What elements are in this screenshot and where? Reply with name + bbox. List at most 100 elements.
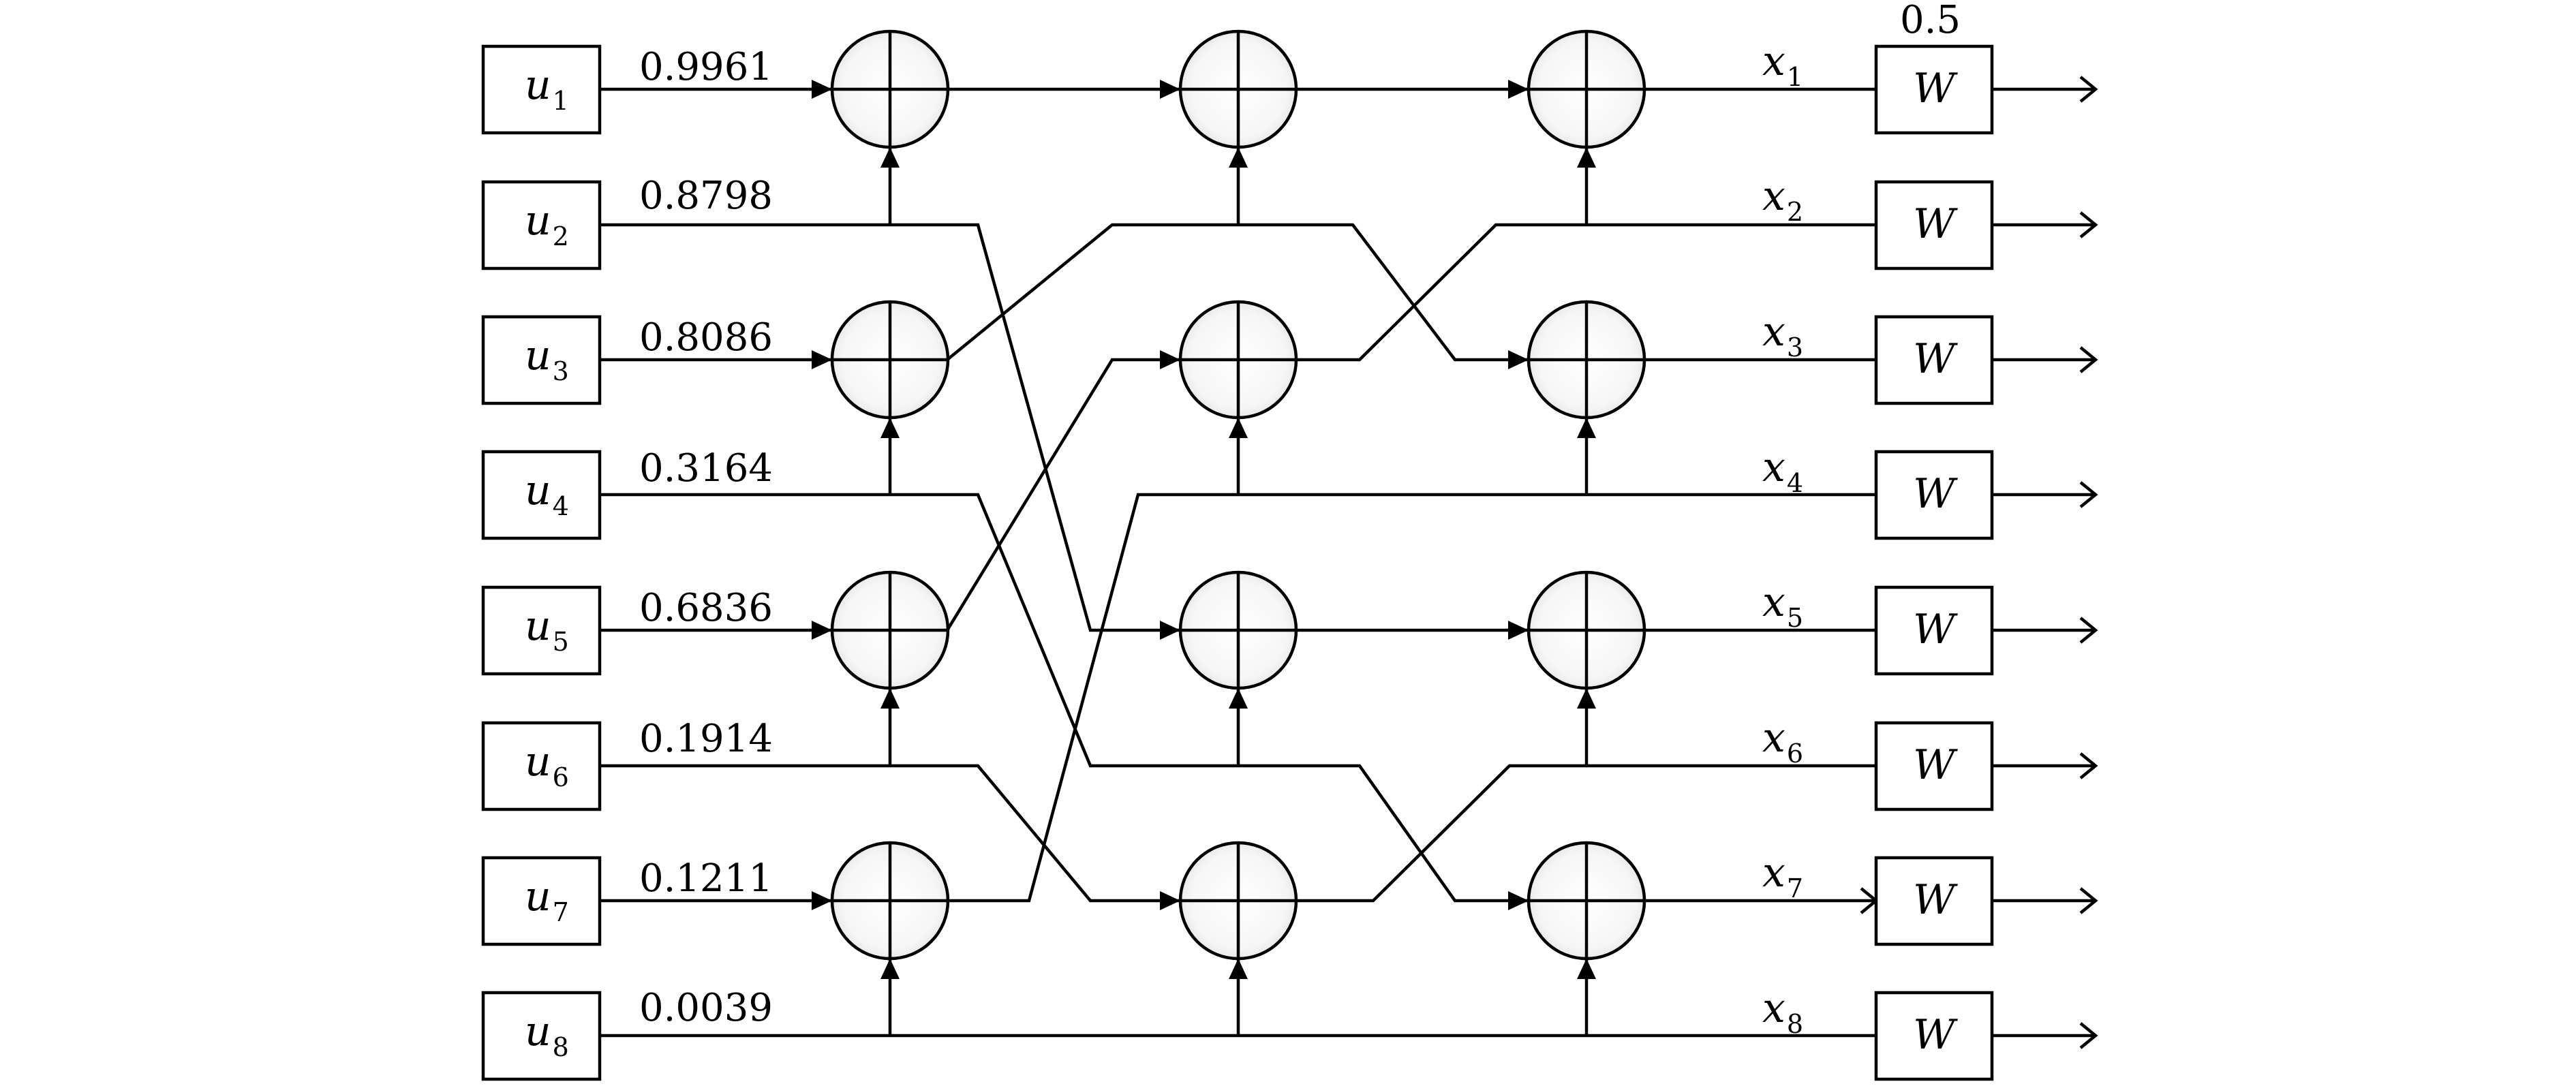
arrowhead-icon (1508, 80, 1529, 99)
wire-u4 (600, 493, 1529, 903)
arrowhead-icon (880, 959, 900, 979)
wire (1296, 764, 1876, 903)
arrowhead-icon (2079, 211, 2098, 238)
xor-gate-icon (1527, 570, 1646, 690)
xor-gate-icon (1527, 300, 1646, 420)
input-label: u3 (525, 332, 569, 386)
arrowhead-icon (1229, 147, 1248, 168)
xor-gate-icon (830, 570, 950, 690)
arrowhead-icon (2079, 76, 2098, 103)
arrowhead-icon (2079, 481, 2098, 508)
channel-box-6: W (1874, 721, 1994, 811)
input-probability: 0.9961 (639, 45, 773, 89)
arrowhead-icon (1508, 350, 1529, 369)
input-probability: 0.8086 (639, 315, 773, 360)
channel-label: W (1913, 606, 1958, 653)
wire-u6 (600, 764, 1180, 903)
input-label: u7 (525, 873, 569, 927)
input-probability: 0.1211 (639, 856, 773, 901)
channel-label: W (1913, 200, 1958, 248)
channel-column: 0.5 W W W W W W W W (1874, 0, 1994, 1081)
channel-label: W (1913, 65, 1958, 112)
channel-label: W (1913, 335, 1958, 383)
wire (948, 493, 1876, 903)
xor-gate-icon (1178, 29, 1298, 149)
input-label: u8 (525, 1008, 569, 1062)
arrowhead-icon (1160, 891, 1180, 910)
input-box-u1: u1 0.9961 (481, 44, 773, 135)
input-label: u1 (525, 61, 569, 116)
xor-gate-icon (1527, 841, 1646, 961)
input-box-u6: u6 0.1914 (481, 717, 773, 811)
output-label-x5: x5 (1762, 578, 1803, 633)
input-box-u3: u3 0.8086 (481, 315, 773, 405)
input-probability: 0.0039 (639, 986, 773, 1030)
input-box-u5: u5 0.6836 (481, 585, 773, 676)
arrowhead-icon (1160, 621, 1180, 640)
arrowhead-icon (812, 350, 832, 369)
output-labels: x1 x2 x3 x4 x5 x6 x7 x8 (1762, 37, 1803, 1039)
channel-label: W (1913, 741, 1958, 789)
xor-gate-icon (1178, 570, 1298, 690)
arrowhead-icon (1229, 418, 1248, 438)
input-box-u7: u7 0.1211 (481, 856, 773, 946)
input-label: u5 (525, 602, 569, 657)
arrowhead-icon (1160, 350, 1180, 369)
arrowhead-icon (1229, 959, 1248, 979)
arrowhead-icon (2079, 752, 2098, 779)
input-probability: 0.8798 (639, 174, 773, 218)
channel-box-2: W (1874, 180, 1994, 270)
arrowhead-icon (812, 80, 832, 99)
arrowhead-icon (1577, 147, 1596, 168)
output-label-x8: x8 (1762, 984, 1803, 1039)
arrowhead-icon (880, 147, 900, 168)
arrowhead-icon (2079, 617, 2098, 644)
wire-u2 (600, 223, 1180, 632)
input-probability: 0.1914 (639, 717, 773, 761)
output-label-x3: x3 (1762, 308, 1803, 362)
arrowhead-icon (1160, 80, 1180, 99)
arrowhead-icon (880, 418, 900, 438)
output-label-x2: x2 (1762, 172, 1803, 227)
wires-layer (600, 87, 2096, 1038)
output-label-x6: x6 (1762, 714, 1803, 769)
input-label: u4 (525, 467, 569, 521)
output-label-x4: x4 (1762, 444, 1803, 498)
input-probability: 0.6836 (639, 586, 773, 630)
arrowhead-icon (2079, 346, 2098, 373)
channel-box-1: W (1874, 44, 1994, 135)
input-box-u8: u8 0.0039 (481, 986, 773, 1081)
arrowhead-icon (1577, 688, 1596, 709)
arrowhead-icon (2079, 887, 2098, 914)
channel-label: W (1913, 876, 1958, 924)
xor-gate-icon (1178, 841, 1298, 961)
arrowhead-icon (1577, 959, 1596, 979)
channel-box-7: W (1874, 856, 1994, 946)
channel-box-3: W (1874, 315, 1994, 405)
channel-label: W (1913, 1011, 1958, 1059)
input-box-u4: u4 0.3164 (481, 446, 773, 540)
xor-gate-icon (830, 300, 950, 420)
arrowhead-icon (1508, 891, 1529, 910)
xor-gate-icon (830, 841, 950, 961)
arrowheads-layer (812, 76, 2098, 1049)
channel-box-5: W (1874, 585, 1994, 676)
channel-top-value: 0.5 (1900, 0, 1961, 42)
xor-gate-icon (830, 29, 950, 149)
input-column: u1 0.9961 u2 0.8798 u3 0.8086 u4 0.3164 … (481, 44, 773, 1081)
channel-box-8: W (1874, 991, 1994, 1081)
arrowhead-icon (880, 688, 900, 709)
channel-box-4: W (1874, 450, 1994, 540)
input-label: u2 (525, 197, 569, 251)
output-label-x7: x7 (1762, 849, 1803, 903)
wire (1296, 223, 1876, 362)
arrowhead-icon (1577, 418, 1596, 438)
arrowhead-icon (2079, 1022, 2098, 1049)
channel-label: W (1913, 470, 1958, 518)
xor-gate-icon (1527, 29, 1646, 149)
arrowhead-icon (812, 621, 832, 640)
input-label: u6 (525, 738, 569, 792)
xor-gates-layer (830, 29, 1646, 961)
arrowhead-icon (1508, 621, 1529, 640)
